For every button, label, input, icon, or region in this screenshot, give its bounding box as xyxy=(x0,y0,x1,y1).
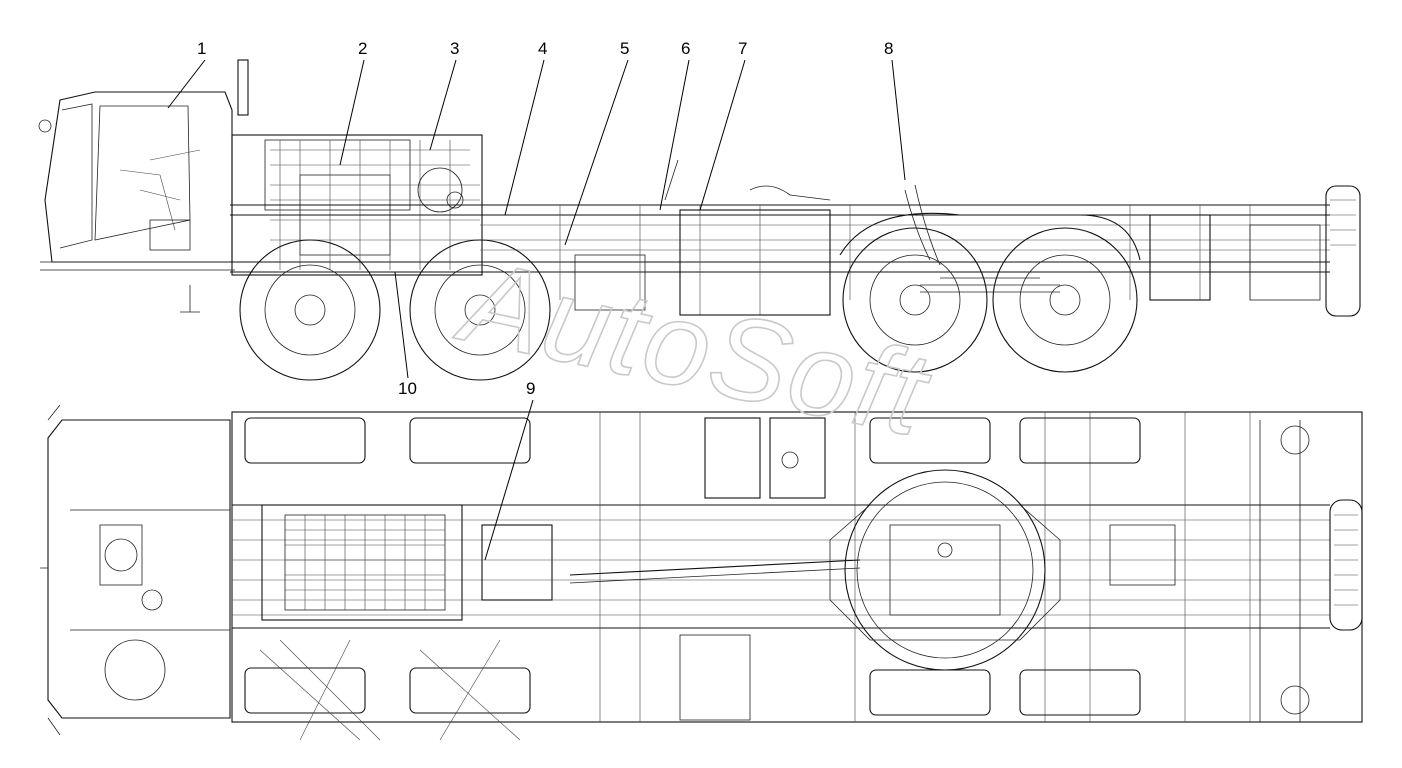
rear-light-left xyxy=(1280,425,1310,455)
rear-crossmember xyxy=(1259,420,1301,722)
callout-label-9: 9 xyxy=(526,379,535,398)
callout-label-10: 10 xyxy=(398,379,417,398)
leader-line-2 xyxy=(339,59,365,166)
jack-stand xyxy=(180,285,200,313)
battery-top xyxy=(679,634,751,721)
fuel-tank xyxy=(679,209,831,316)
hose xyxy=(749,185,831,201)
callout-label-2: 2 xyxy=(358,39,367,58)
callout-label-4: 4 xyxy=(538,39,547,58)
front-wheel-top-right-2 xyxy=(409,667,531,714)
leader-line-9 xyxy=(484,399,534,561)
watermark: AutoSoft xyxy=(447,234,941,462)
callout-label-5: 5 xyxy=(620,39,629,58)
front-wheel-top-right-1 xyxy=(244,667,366,714)
rear-wheel-2 xyxy=(992,227,1138,373)
frame-rail-side xyxy=(230,204,1330,315)
rear-wheel-top-left-2 xyxy=(1019,417,1141,464)
spare-tire-tread xyxy=(1334,514,1358,606)
rear-light-right xyxy=(1280,685,1310,715)
front-wheel-2 xyxy=(409,239,551,381)
rear-fender xyxy=(839,212,1141,261)
tow-hooks xyxy=(40,404,61,736)
leader-line-10 xyxy=(394,271,409,379)
callout-label-7: 7 xyxy=(738,39,747,58)
prop-shaft xyxy=(569,559,861,576)
air-tank xyxy=(1149,214,1211,301)
tank-top-2 xyxy=(769,417,826,499)
side-view xyxy=(38,59,1361,381)
frame-top xyxy=(231,411,1363,723)
cab-top xyxy=(47,419,231,719)
cab xyxy=(38,91,235,271)
engine-top xyxy=(261,504,463,621)
gearbox xyxy=(481,524,553,601)
leader-line-6 xyxy=(659,59,690,211)
battery-box xyxy=(574,254,646,311)
leader-line-8 xyxy=(891,59,906,181)
rear-equipment-box xyxy=(1249,224,1321,301)
front-wheel-top-left-1 xyxy=(244,417,366,464)
rear-wheel-top-left-1 xyxy=(869,417,991,464)
rear-wheel-1 xyxy=(842,227,988,373)
filter-icon xyxy=(141,589,163,611)
rear-wheel-top-right-2 xyxy=(1019,669,1141,716)
radiator xyxy=(99,524,143,586)
leader-line-3 xyxy=(429,59,457,151)
spare-tire-top xyxy=(1329,499,1363,631)
antenna xyxy=(664,159,679,201)
cab-floor-lines xyxy=(70,509,230,631)
leader-line-4 xyxy=(504,59,545,216)
callouts: 1 2 3 4 5 6 7 8 9 10 xyxy=(167,39,906,561)
fan-icon xyxy=(104,538,138,572)
front-wheel-1 xyxy=(239,239,381,381)
leader-line-5 xyxy=(564,59,629,246)
prop-shaft-edge xyxy=(569,567,861,584)
callout-label-6: 6 xyxy=(681,39,690,58)
callout-label-8: 8 xyxy=(884,39,893,58)
steering-linkage xyxy=(259,639,521,741)
callout-label-3: 3 xyxy=(450,39,459,58)
rear-wheel-top-right-1 xyxy=(869,669,991,716)
leaf-spring xyxy=(920,277,1060,293)
exhaust-pipe xyxy=(237,59,249,116)
top-view xyxy=(40,404,1363,741)
air-tank-top xyxy=(1109,524,1176,586)
callout-label-1: 1 xyxy=(197,39,206,58)
leader-line-1 xyxy=(167,59,206,109)
tank-top-1 xyxy=(704,417,761,499)
steering-wheel-top xyxy=(104,639,166,701)
front-wheel-top-left-2 xyxy=(409,417,531,464)
turntable xyxy=(829,469,1061,671)
leader-line-7 xyxy=(699,59,746,211)
cap-icon xyxy=(781,451,799,469)
spare-tire xyxy=(1325,185,1361,317)
